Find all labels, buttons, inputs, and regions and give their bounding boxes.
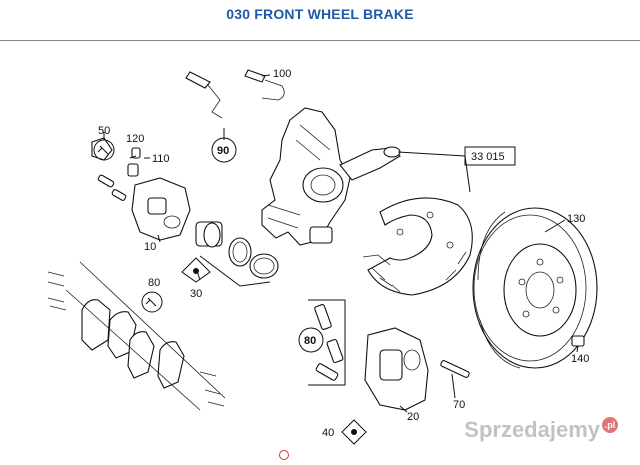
- torque-dot: [351, 429, 357, 435]
- wrench-callout-80a: [141, 291, 163, 313]
- steering-knuckle: [261, 107, 401, 246]
- part-label-33015: 33 015: [471, 151, 505, 163]
- callout-circle-33015: [464, 146, 516, 166]
- part-label-110: 110: [152, 153, 170, 165]
- diagram-title: 030 FRONT WHEEL BRAKE: [226, 6, 414, 22]
- part-label-130: 130: [567, 213, 585, 225]
- part-label-20: 20: [407, 411, 419, 423]
- part-label-140: 140: [571, 353, 589, 365]
- caliper-20: [364, 327, 429, 411]
- brake-disc: [472, 207, 598, 369]
- callout-circle-90: [211, 137, 237, 163]
- part-label-30: 30: [190, 288, 202, 300]
- part-label-10: 10: [144, 241, 156, 253]
- torque-icon-30: [181, 257, 211, 283]
- part-label-40: 40: [322, 427, 334, 439]
- carousel-indicator[interactable]: [279, 450, 289, 460]
- part-label-50: 50: [98, 125, 110, 137]
- wrench-icon: [145, 297, 157, 307]
- part-label-100: 100: [273, 68, 291, 80]
- part-label-80b: 80: [304, 335, 316, 347]
- watermark: Sprzedajemy.pl: [464, 417, 618, 443]
- torque-icon-40: [341, 419, 367, 445]
- part-label-90: 90: [217, 145, 229, 157]
- wrench-icon: [97, 145, 109, 155]
- torque-dot: [193, 268, 199, 274]
- caliper-10: [131, 177, 191, 241]
- part-label-70: 70: [453, 399, 465, 411]
- callout-circle-80b: [298, 327, 324, 353]
- piston-and-seals: [195, 221, 279, 279]
- part-label-120: 120: [126, 133, 144, 145]
- wrench-callout-50: [93, 139, 115, 161]
- watermark-text: Sprzedajemy: [464, 417, 600, 442]
- part-label-80a: 80: [148, 277, 160, 289]
- brake-pads: [47, 261, 226, 411]
- watermark-badge: .pl: [602, 417, 618, 433]
- dust-shield: [362, 197, 473, 296]
- exploded-parts-diagram: 100 50 120 110 90 33 015 130 10 80 30 80…: [0, 40, 640, 445]
